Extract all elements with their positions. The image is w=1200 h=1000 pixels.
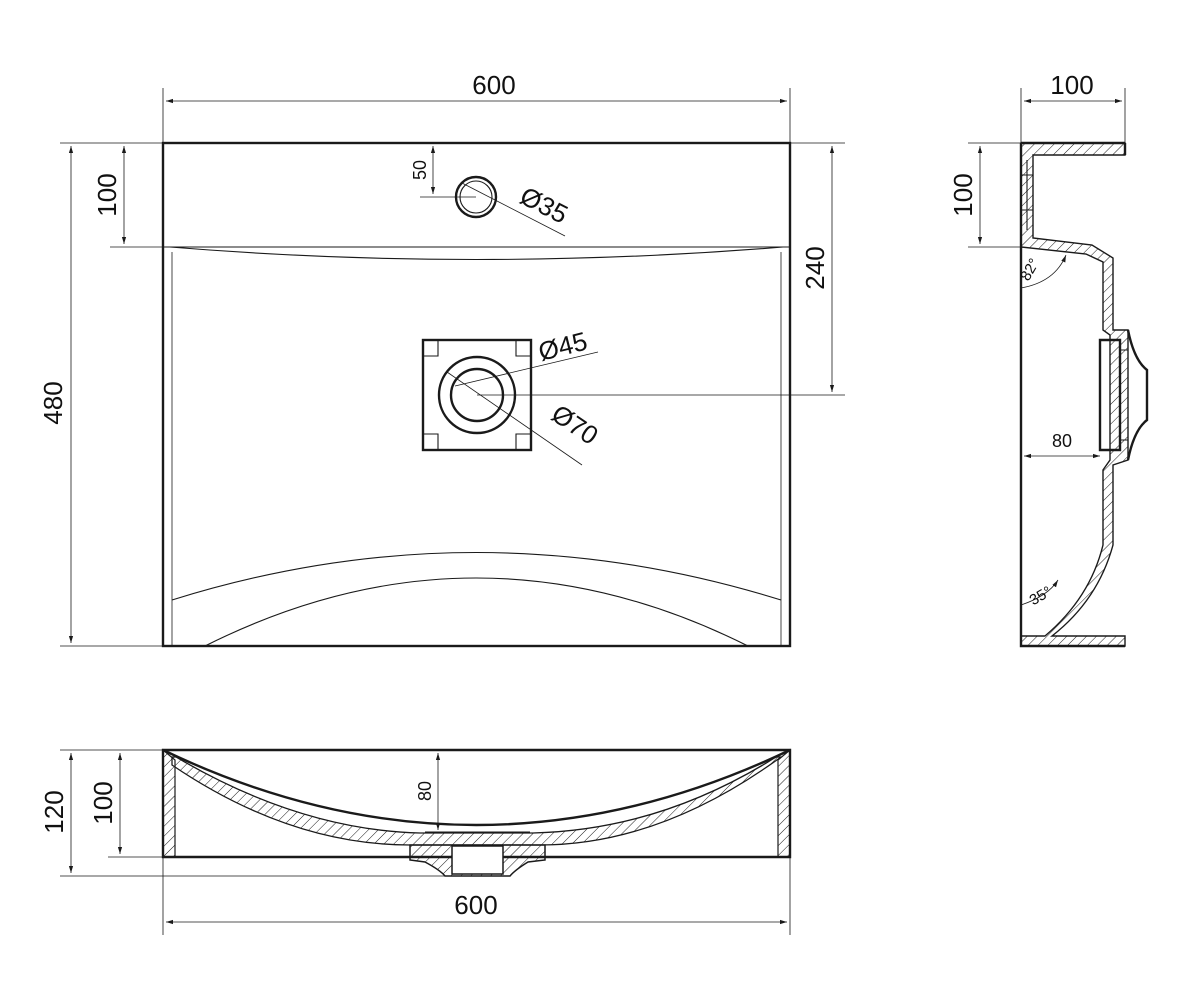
- front-bowl-curve: [162, 748, 791, 827]
- front-lip-curve-outer: [171, 551, 782, 601]
- dim-label-side-rim: 100: [948, 173, 978, 216]
- label-drain-inner: Ø45: [535, 326, 590, 367]
- label-overflow-diameter: Ø35: [515, 180, 572, 229]
- side-drain-flange: [1126, 329, 1149, 461]
- side-view: 100 100 82° 80 35°: [948, 70, 1149, 648]
- side-rim-detail: [1021, 160, 1033, 230]
- dim-label-side-depth: 100: [1050, 70, 1093, 100]
- drain-plate-corner-bl: [423, 433, 439, 450]
- front-left-wall: [162, 748, 176, 858]
- drain-plate-corner-tl: [423, 340, 439, 357]
- dim-label-front-total: 120: [39, 790, 69, 833]
- leader-drain-inner: [454, 351, 599, 387]
- drain-plate-corner-br: [515, 433, 531, 450]
- side-section-hatch: [1020, 142, 1129, 647]
- dim-label-rim: 100: [92, 173, 122, 216]
- front-bowl-hatch: [171, 756, 783, 846]
- dim-label-front-width: 600: [454, 890, 497, 920]
- drain-plate-corner-tr: [515, 340, 531, 357]
- label-drain-outer: Ø70: [546, 398, 604, 450]
- dim-label-front-drain: 80: [415, 781, 435, 801]
- top-view: 600 480 100 50 Ø35 240 Ø45 Ø70: [38, 70, 845, 648]
- angle-arc-top: [1020, 254, 1067, 289]
- front-drain-bore: [451, 845, 504, 875]
- side-outline: [1019, 141, 1127, 648]
- dim-label-side-drain: 80: [1052, 431, 1072, 451]
- dim-label-top-height: 480: [38, 381, 68, 424]
- front-view: 120 100 80 600: [39, 748, 792, 935]
- rim-curve: [169, 246, 784, 261]
- front-lip-curve-inner: [204, 577, 749, 647]
- dim-label-top-width: 600: [472, 70, 515, 100]
- dim-label-overflow-offset: 50: [410, 160, 430, 180]
- dim-label-drain-offset: 240: [800, 246, 830, 289]
- leader-overflow-diameter: [461, 182, 566, 237]
- angle-label-bottom: 35°: [1027, 583, 1055, 609]
- basin-outline: [161, 141, 792, 648]
- angle-arc-bottom: [1020, 579, 1059, 606]
- leader-drain-outer: [446, 371, 583, 466]
- front-right-wall: [777, 748, 791, 858]
- dim-label-front-bowl: 100: [88, 781, 118, 824]
- side-drain-fitting: [1098, 338, 1122, 452]
